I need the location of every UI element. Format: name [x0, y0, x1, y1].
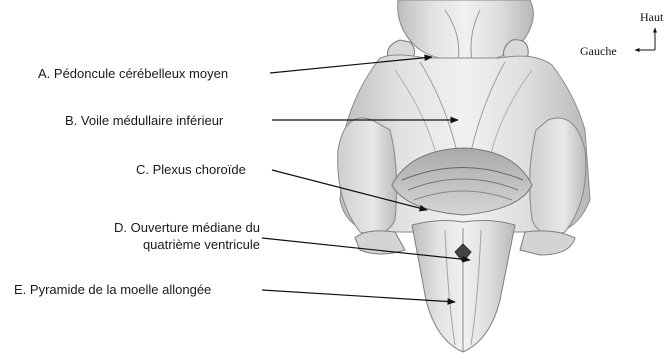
midbrain: [388, 0, 534, 63]
medulla: [412, 221, 515, 352]
label-b: B. Voile médullaire inférieur: [65, 113, 223, 129]
orientation-left-label: Gauche: [580, 44, 617, 59]
orientation-up-label: Haut: [640, 10, 663, 25]
label-c: C. Plexus choroïde: [136, 162, 246, 178]
label-e: E. Pyramide de la moelle allongée: [14, 282, 211, 298]
label-a: A. Pédoncule cérébelleux moyen: [38, 66, 228, 82]
label-d-line2: quatrième ventricule: [143, 237, 260, 253]
label-d-line1: D. Ouverture médiane du: [114, 220, 260, 236]
orientation-indicator: [635, 28, 655, 50]
